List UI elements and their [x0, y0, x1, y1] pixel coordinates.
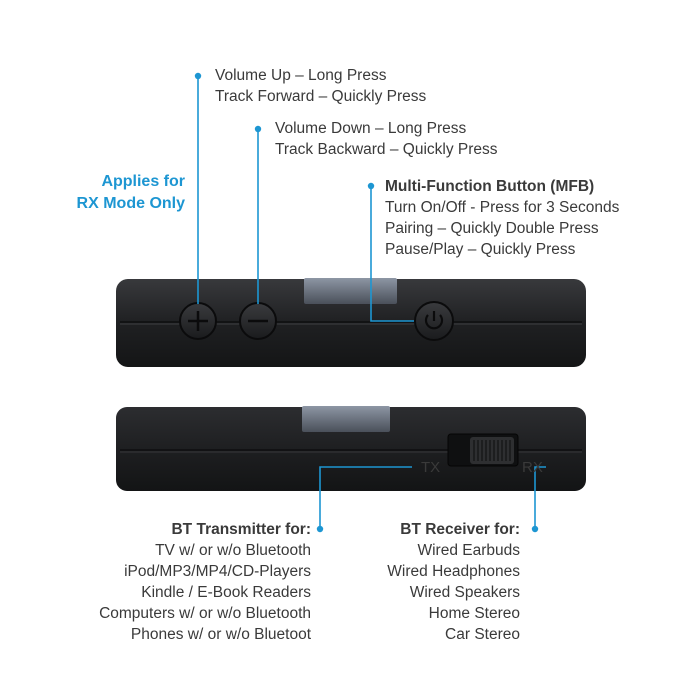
list-item: Computers w/ or w/o Bluetooth [99, 605, 311, 622]
transmitter-title: BT Transmitter for: [171, 521, 311, 538]
led-indicator-side [302, 406, 390, 432]
tx-label: TX [421, 459, 441, 476]
volume-down-callout: Volume Down – Long Press Track Backward … [275, 118, 498, 160]
power-icon [424, 311, 444, 330]
power-button[interactable] [414, 301, 454, 341]
led-indicator [304, 278, 397, 304]
volume-up-line-2: Track Forward – Quickly Press [215, 88, 427, 105]
list-item: Home Stereo [428, 605, 520, 622]
list-item: Wired Earbuds [417, 542, 520, 559]
callout-lines [197, 76, 546, 529]
list-item: Wired Headphones [387, 563, 520, 580]
list-item: Phones w/ or w/o Bluetoot [130, 626, 311, 643]
volume-up-callout: Volume Up – Long Press Track Forward – Q… [215, 65, 426, 107]
plus-icon [188, 311, 208, 331]
list-item: TV w/ or w/o Bluetooth [155, 542, 311, 559]
mfb-line-3: Pause/Play – Quickly Press [385, 241, 576, 258]
mfb-line-2: Pairing – Quickly Double Press [385, 220, 599, 237]
volume-down-line-1: Volume Down – Long Press [275, 120, 467, 137]
volume-down-line-2: Track Backward – Quickly Press [275, 141, 498, 158]
mfb-title: Multi-Function Button (MFB) [385, 178, 595, 195]
volume-down-button[interactable] [239, 302, 277, 340]
volume-up-button[interactable] [179, 302, 217, 340]
list-item: iPod/MP3/MP4/CD-Players [124, 563, 311, 580]
list-item: Kindle / E-Book Readers [141, 584, 311, 601]
mfb-line-1: Turn On/Off - Press for 3 Seconds [385, 199, 620, 216]
rx-label: RX [522, 459, 543, 476]
list-item: Wired Speakers [409, 584, 520, 601]
device-top-view [116, 278, 586, 367]
receiver-title: BT Receiver for: [400, 521, 520, 538]
volume-up-line-1: Volume Up – Long Press [215, 67, 387, 84]
list-item: Car Stereo [445, 626, 520, 643]
rx-mode-note-line-2: RX Mode Only [76, 195, 185, 212]
device-side-view [116, 406, 586, 491]
receiver-list: BT Receiver for: Wired Earbuds Wired Hea… [387, 519, 520, 645]
mfb-callout: Multi-Function Button (MFB) Turn On/Off … [385, 176, 619, 260]
tx-rx-switch[interactable] [447, 433, 519, 467]
callout-dots [194, 72, 539, 533]
rx-mode-note: Applies for RX Mode Only [77, 171, 185, 215]
transmitter-list: BT Transmitter for: TV w/ or w/o Bluetoo… [99, 519, 311, 645]
rx-mode-note-line-1: Applies for [101, 173, 185, 190]
